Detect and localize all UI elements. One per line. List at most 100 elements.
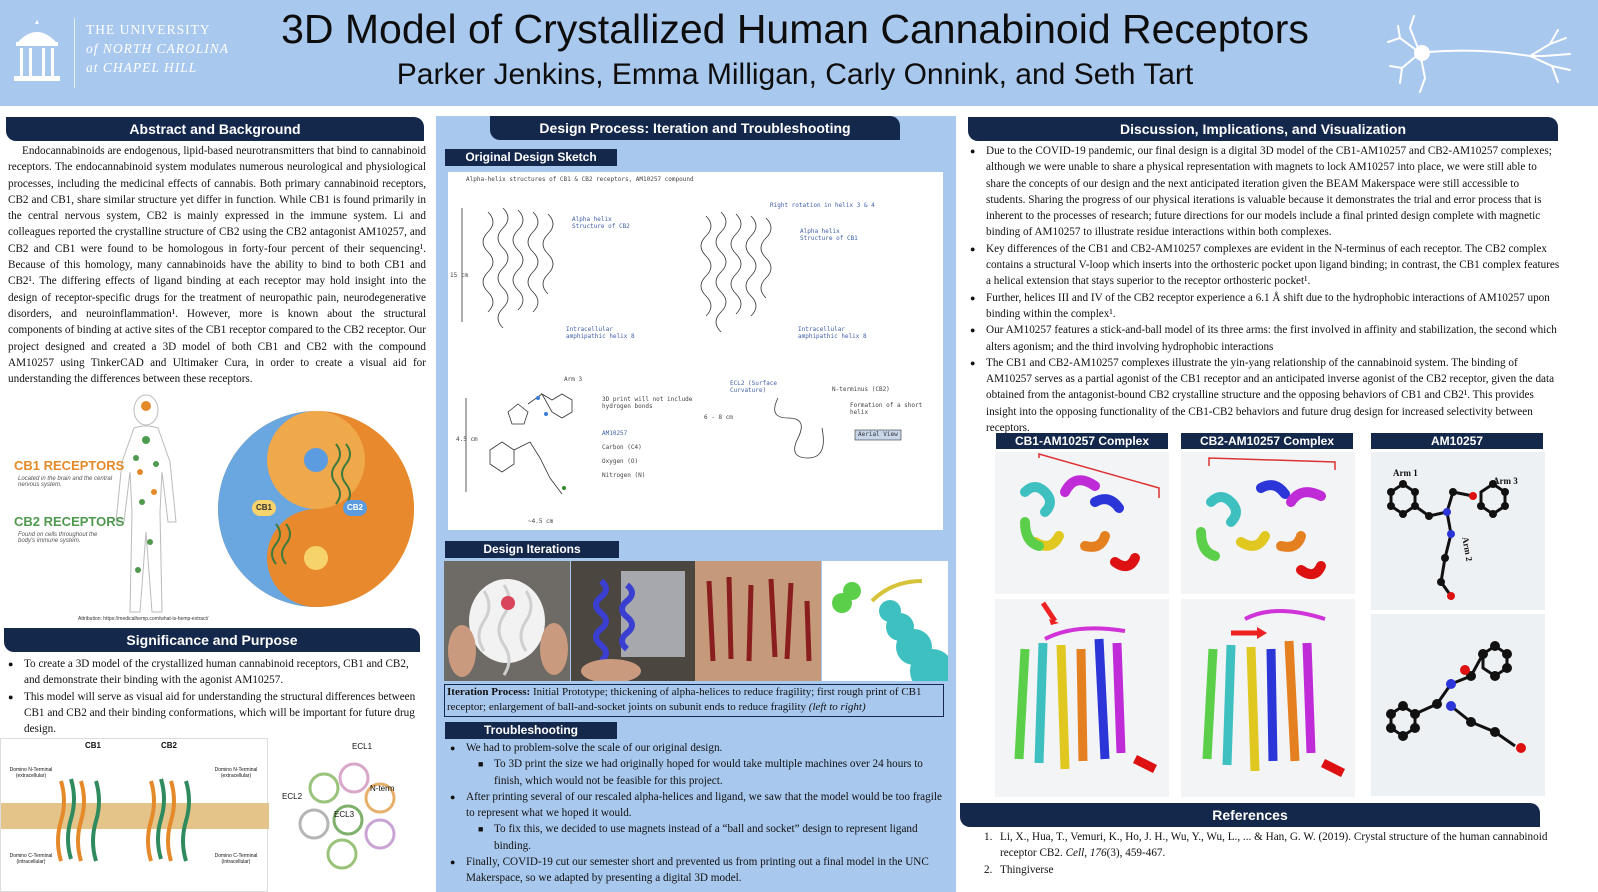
sketch-note-size3: ~4.5 cm	[528, 518, 554, 525]
am10257-heading: AM10257	[1371, 433, 1543, 449]
sketch-note-amph1: Intracellular amphipathic helix 8	[566, 326, 635, 340]
troubleshooting-list: We had to problem-solve the scale of our…	[450, 740, 950, 887]
domain-n-right: Domino N-Terminal (extracellular)	[214, 767, 258, 779]
arm1-label: Arm 1	[1393, 468, 1418, 478]
sketch-note-formation: Formation of a short helix	[850, 402, 923, 416]
references-heading: References	[960, 803, 1540, 827]
sketch-note-am: AM10257	[602, 430, 628, 437]
am10257-model-1: Arm 1 Arm 2 Arm 3	[1371, 452, 1545, 610]
ball-socket-model-image	[832, 579, 954, 693]
yin-yang-receptor-diagram	[218, 411, 414, 607]
membrane-receptor-illustration	[1, 778, 269, 862]
cb2-receptors-desc: Found on cells throughout the body's imm…	[18, 532, 98, 544]
iteration-photo-2	[571, 561, 697, 683]
troubleshooting-subitem: To 3D print the size we had originally h…	[476, 756, 950, 789]
am10257-ball-stick-image	[1386, 641, 1526, 753]
cb1-receptors-label: CB1 RECEPTORS	[14, 458, 125, 473]
sketch-note-rotation: Right rotation in helix 3 & 4	[770, 202, 875, 209]
iteration-photo-1	[444, 561, 570, 681]
discussion-item: The CB1 and CB2-AM10257 complexes illust…	[970, 355, 1560, 436]
significance-item: To create a 3D model of the crystallized…	[8, 656, 418, 689]
sketch-note-alpha1: Alpha helix Structure of CB2	[572, 216, 630, 230]
fig-cb1-label: CB1	[85, 741, 102, 750]
sketch-note-arm3: Arm 3	[564, 376, 583, 383]
ecl1-label: ECL1	[352, 742, 373, 751]
references-list: 1. Li, X., Hua, T., Vemuri, K., Ho, J. H…	[984, 829, 1564, 878]
sketch-note-size4: 6 - 8 cm	[704, 414, 733, 421]
iteration-italic: (left to right)	[808, 700, 866, 713]
cb1-rough-print-image	[706, 576, 812, 662]
am10257-arms-image	[1387, 480, 1509, 600]
unc-logo: THE UNIVERSITY of NORTH CAROLINA at CHAP…	[8, 14, 238, 90]
cb1-top-view-image	[1020, 453, 1160, 572]
old-well-icon	[14, 20, 60, 81]
university-line-2: of NORTH CAROLINA	[86, 41, 230, 56]
sketch-note-size1: 15 cm	[450, 272, 469, 279]
sketch-note-aerial: Aerial View	[858, 431, 898, 438]
neuron-icon	[1387, 15, 1571, 93]
discussion-item: Due to the COVID-19 pandemic, our final …	[970, 143, 1560, 241]
circle-cb1-label: CB1	[252, 500, 276, 516]
significance-heading: Significance and Purpose	[4, 628, 420, 652]
sketch-note-alpha2: Alpha helix Structure of CB1	[800, 228, 858, 242]
cb2-receptors-label: CB2 RECEPTORS	[14, 514, 125, 529]
cb1-side-model	[995, 599, 1169, 797]
iteration-label: Iteration Process:	[447, 686, 531, 698]
cb2-top-model	[1181, 452, 1355, 594]
sketch-note-nitrogen: Nitrogen (N)	[602, 472, 646, 479]
iteration-caption: Iteration Process: Initial Prototype; th…	[444, 684, 944, 717]
discussion-heading: Discussion, Implications, and Visualizat…	[968, 117, 1558, 141]
poster-header: THE UNIVERSITY of NORTH CAROLINA at CHAP…	[0, 0, 1598, 106]
cb1-side-view-image	[1014, 601, 1158, 774]
sketch-note-nterm: N-terminus (CB2)	[832, 386, 890, 393]
university-line-1: THE UNIVERSITY	[86, 22, 211, 37]
cb1-complex-heading: CB1-AM10257 Complex	[996, 433, 1168, 449]
cb1-top-model	[995, 452, 1169, 594]
domain-n-left: Domino N-Terminal (extracellular)	[9, 767, 53, 779]
troubleshooting-subitem: To fix this, we decided to use magnets i…	[476, 821, 950, 854]
arm3-label: Arm 3	[1493, 476, 1518, 486]
iterations-heading: Design Iterations	[445, 541, 619, 558]
prototype-image	[448, 579, 568, 677]
discussion-list: Due to the COVID-19 pandemic, our final …	[970, 143, 1560, 436]
abstract-heading: Abstract and Background	[6, 117, 424, 141]
nterm-label: N-term	[370, 784, 395, 793]
attribution-text: Attribution: https://medicalhemp.com/wha…	[78, 616, 209, 622]
domain-c-right: Domino C-Terminal (intracellular)	[214, 853, 258, 865]
receptor-body-figure: CB1 RECEPTORS Located in the brain and t…	[6, 392, 426, 622]
sketch-note-amph2: Intracellular amphipathic helix 8	[798, 326, 867, 340]
sketch-note-top: Alpha-helix structures of CB1 & CB2 rece…	[466, 176, 694, 183]
reference-item: 2. Thingiverse	[984, 863, 1054, 876]
troubleshooting-heading: Troubleshooting	[445, 722, 617, 739]
helix-bundle-illustration	[298, 762, 396, 870]
troubleshooting-item: After printing several of our rescaled a…	[450, 789, 950, 854]
discussion-item: Further, helices III and IV of the CB2 r…	[970, 290, 1560, 323]
cb2-top-view-image	[1196, 457, 1336, 580]
iteration-photo-3	[695, 561, 821, 681]
sketch-note-oxygen: Oxygen (O)	[602, 458, 639, 465]
troubleshooting-item: Finally, COVID-19 cut our semester short…	[450, 854, 950, 887]
sketch-note-size2: 4.5 cm	[456, 436, 478, 443]
fig-cb2-label: CB2	[161, 741, 178, 750]
troubleshooting-item: We had to problem-solve the scale of our…	[450, 740, 950, 789]
ecl3-label: ECL3	[334, 810, 355, 819]
human-body-illustration	[115, 394, 177, 613]
helix-print-image	[581, 571, 685, 683]
discussion-item: Key differences of the CB1 and CB2-AM102…	[970, 241, 1560, 290]
reference-item: 1. Li, X., Hua, T., Vemuri, K., Ho, J. H…	[984, 831, 1548, 860]
sketch-heading: Original Design Sketch	[445, 149, 617, 166]
domain-c-left: Domino C-Terminal (intracellular)	[9, 853, 53, 865]
circle-cb2-label: CB2	[343, 500, 367, 516]
discussion-item: Our AM10257 features a stick-and-ball mo…	[970, 322, 1560, 355]
abstract-text: Endocannabinoids are endogenous, lipid-b…	[8, 145, 426, 386]
cb1-receptors-desc: Located in the brain and the central ner…	[18, 476, 113, 488]
sketch-note-carbon: Carbon (C4)	[602, 444, 642, 451]
sketch-note-print: 3D print will not include hydrogen bonds	[602, 396, 693, 410]
sketch-drawing	[461, 207, 902, 495]
original-design-sketch: Alpha-helix structures of CB1 & CB2 rece…	[448, 172, 943, 530]
am10257-model-2	[1371, 614, 1545, 796]
cb1-cb2-membrane-figure: CB1 CB2 Domino N-Terminal (extracellular…	[0, 738, 269, 892]
iteration-text: Initial Prototype; thickening of alpha-h…	[447, 686, 922, 713]
sketch-note-ecl: ECL2 (Surface Curvature)	[730, 380, 777, 394]
ecl2-label: ECL2	[282, 792, 303, 801]
